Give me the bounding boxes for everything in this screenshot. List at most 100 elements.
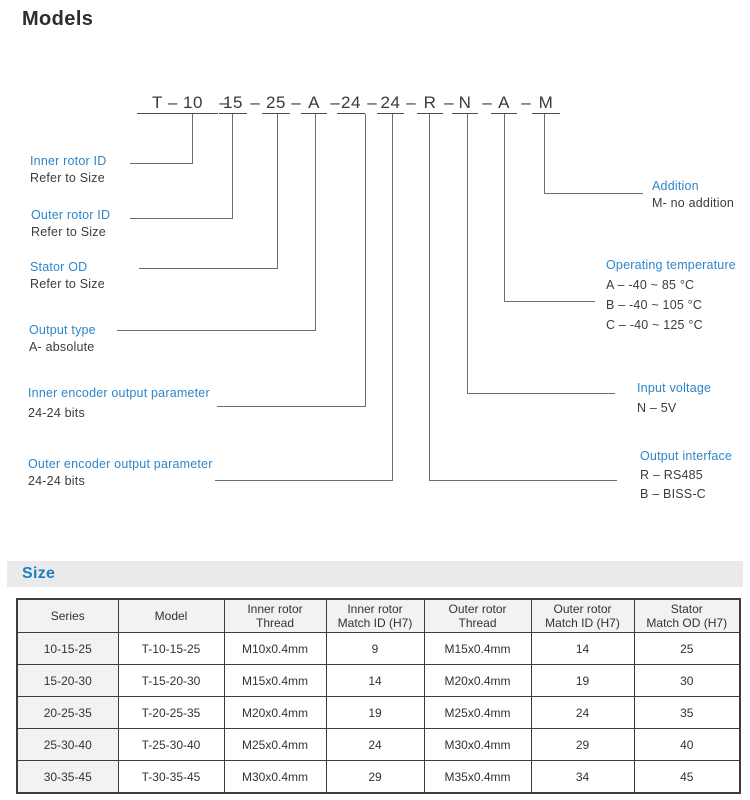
table-cell-model: T-30-35-45 (117, 760, 225, 794)
table-cell-inner-thread: M20x0.4mm (223, 696, 327, 729)
code-segment-input-voltage: N (452, 92, 478, 114)
leader-horizontal-inner-encoder (217, 406, 366, 407)
code-segment-output-type: A (301, 92, 327, 114)
leader-vertical-outer-encoder (392, 114, 393, 480)
code-segment-addition: M (532, 92, 560, 114)
table-cell-model: T-25-30-40 (117, 728, 225, 761)
table-cell-stator-match-od: 45 (633, 760, 741, 794)
callout-value: B – BISS-C (640, 487, 706, 501)
callout-value: 24-24 bits (28, 406, 85, 420)
table-header-inner-thread: Inner rotor Thread (223, 598, 327, 633)
callout-input-voltage: Input voltage N – 5V (637, 382, 711, 415)
code-separator-dash: – (406, 93, 416, 112)
leader-vertical-output-type (315, 114, 316, 330)
callout-value: A- absolute (29, 340, 95, 354)
table-cell-inner-match-id: 14 (325, 664, 425, 697)
leader-horizontal-addition (544, 193, 643, 194)
callout-title: Input voltage (637, 381, 712, 395)
code-segment-operating-temp: A (491, 92, 517, 114)
callout-value: M- no addition (652, 196, 735, 210)
callout-outer-encoder: Outer encoder output parameter 24-24 bit… (28, 458, 213, 488)
leader-vertical-output-interface (429, 114, 430, 480)
callout-output-type: Output type A- absolute (29, 324, 96, 354)
table-cell-model: T-20-25-35 (117, 696, 225, 729)
callout-title: Outer rotor ID (31, 208, 111, 222)
code-segment-inner-encoder: 24 (337, 92, 365, 114)
table-cell-inner-thread: M15x0.4mm (223, 664, 327, 697)
callout-title: Operating temperature (606, 258, 736, 272)
table-cell-series: 10-15-25 (16, 632, 119, 665)
callout-value: A – -40 ~ 85 °C (606, 278, 695, 292)
table-header-inner-match-id: Inner rotor Match ID (H7) (325, 598, 425, 633)
callout-operating-temperature: Operating temperature A – -40 ~ 85 °C B … (606, 259, 736, 332)
leader-horizontal-stator-od (139, 268, 278, 269)
callout-value: Refer to Size (30, 171, 105, 185)
callout-title: Inner rotor ID (30, 154, 107, 168)
callout-title: Outer encoder output parameter (28, 457, 213, 471)
callout-addition: Addition M- no addition (652, 180, 734, 210)
callout-value: N – 5V (637, 401, 677, 415)
table-cell-series: 25-30-40 (16, 728, 119, 761)
leader-vertical-operating-temp (504, 114, 505, 301)
size-section-band: Size (7, 561, 743, 587)
table-cell-outer-match-id: 29 (530, 728, 635, 761)
table-row: 20-25-35 T-20-25-35 M20x0.4mm 19 M25x0.4… (16, 696, 741, 729)
table-cell-inner-match-id: 29 (325, 760, 425, 794)
callout-value: 24-24 bits (28, 474, 85, 488)
code-segment-stator-od: 25 (262, 92, 290, 114)
table-cell-series: 30-35-45 (16, 760, 119, 794)
table-cell-inner-match-id: 19 (325, 696, 425, 729)
table-cell-inner-thread: M25x0.4mm (223, 728, 327, 761)
leader-horizontal-output-type (117, 330, 316, 331)
leader-vertical-stator-od (277, 114, 278, 268)
code-separator-dash: – (291, 93, 301, 112)
table-cell-stator-match-od: 35 (633, 696, 741, 729)
code-segment-outer-encoder: 24 (377, 92, 404, 114)
code-separator-dash: – (482, 93, 492, 112)
leader-vertical-outer-rotor-id (232, 114, 233, 218)
code-separator-dash: – (521, 93, 531, 112)
table-header-outer-thread: Outer rotor Thread (423, 598, 532, 633)
callout-inner-encoder: Inner encoder output parameter 24-24 bit… (28, 387, 210, 420)
table-cell-outer-match-id: 34 (530, 760, 635, 794)
callout-value: Refer to Size (31, 225, 106, 239)
callout-output-interface: Output interface R – RS485 B – BISS-C (640, 450, 732, 501)
callout-title: Output interface (640, 449, 733, 463)
code-segment-series-inner-id: T – 10 (137, 92, 218, 114)
callout-stator-od: Stator OD Refer to Size (30, 261, 105, 291)
leader-horizontal-outer-rotor-id (130, 218, 233, 219)
table-cell-outer-match-id: 19 (530, 664, 635, 697)
code-separator-dash: – (330, 93, 340, 112)
table-cell-series: 20-25-35 (16, 696, 119, 729)
callout-title: Stator OD (30, 260, 88, 274)
table-header-series: Series (16, 598, 119, 633)
callout-value: C – -40 ~ 125 °C (606, 318, 703, 332)
table-cell-outer-match-id: 24 (530, 696, 635, 729)
table-header-row: Series Model Inner rotor Thread Inner ro… (16, 598, 741, 633)
code-separator-dash: – (250, 93, 260, 112)
table-cell-outer-thread: M25x0.4mm (423, 696, 532, 729)
leader-vertical-addition (544, 114, 545, 193)
table-cell-outer-thread: M30x0.4mm (423, 728, 532, 761)
table-row: 15-20-30 T-15-20-30 M15x0.4mm 14 M20x0.4… (16, 664, 741, 697)
leader-horizontal-operating-temp (504, 301, 595, 302)
table-cell-stator-match-od: 30 (633, 664, 741, 697)
code-separator-dash: – (367, 93, 377, 112)
table-cell-outer-thread: M15x0.4mm (423, 632, 532, 665)
table-cell-stator-match-od: 25 (633, 632, 741, 665)
table-row: 10-15-25 T-10-15-25 M10x0.4mm 9 M15x0.4m… (16, 632, 741, 665)
table-cell-outer-thread: M20x0.4mm (423, 664, 532, 697)
callout-title: Addition (652, 179, 699, 193)
code-segment-outer-id: 15 (219, 92, 247, 114)
table-cell-inner-thread: M30x0.4mm (223, 760, 327, 794)
callout-outer-rotor-id: Outer rotor ID Refer to Size (31, 209, 110, 239)
leader-horizontal-output-interface (429, 480, 617, 481)
table-cell-stator-match-od: 40 (633, 728, 741, 761)
table-cell-model: T-10-15-25 (117, 632, 225, 665)
table-cell-model: T-15-20-30 (117, 664, 225, 697)
callout-inner-rotor-id: Inner rotor ID Refer to Size (30, 155, 106, 185)
callout-value: B – -40 ~ 105 °C (606, 298, 703, 312)
callout-value: Refer to Size (30, 277, 105, 291)
table-cell-inner-match-id: 24 (325, 728, 425, 761)
